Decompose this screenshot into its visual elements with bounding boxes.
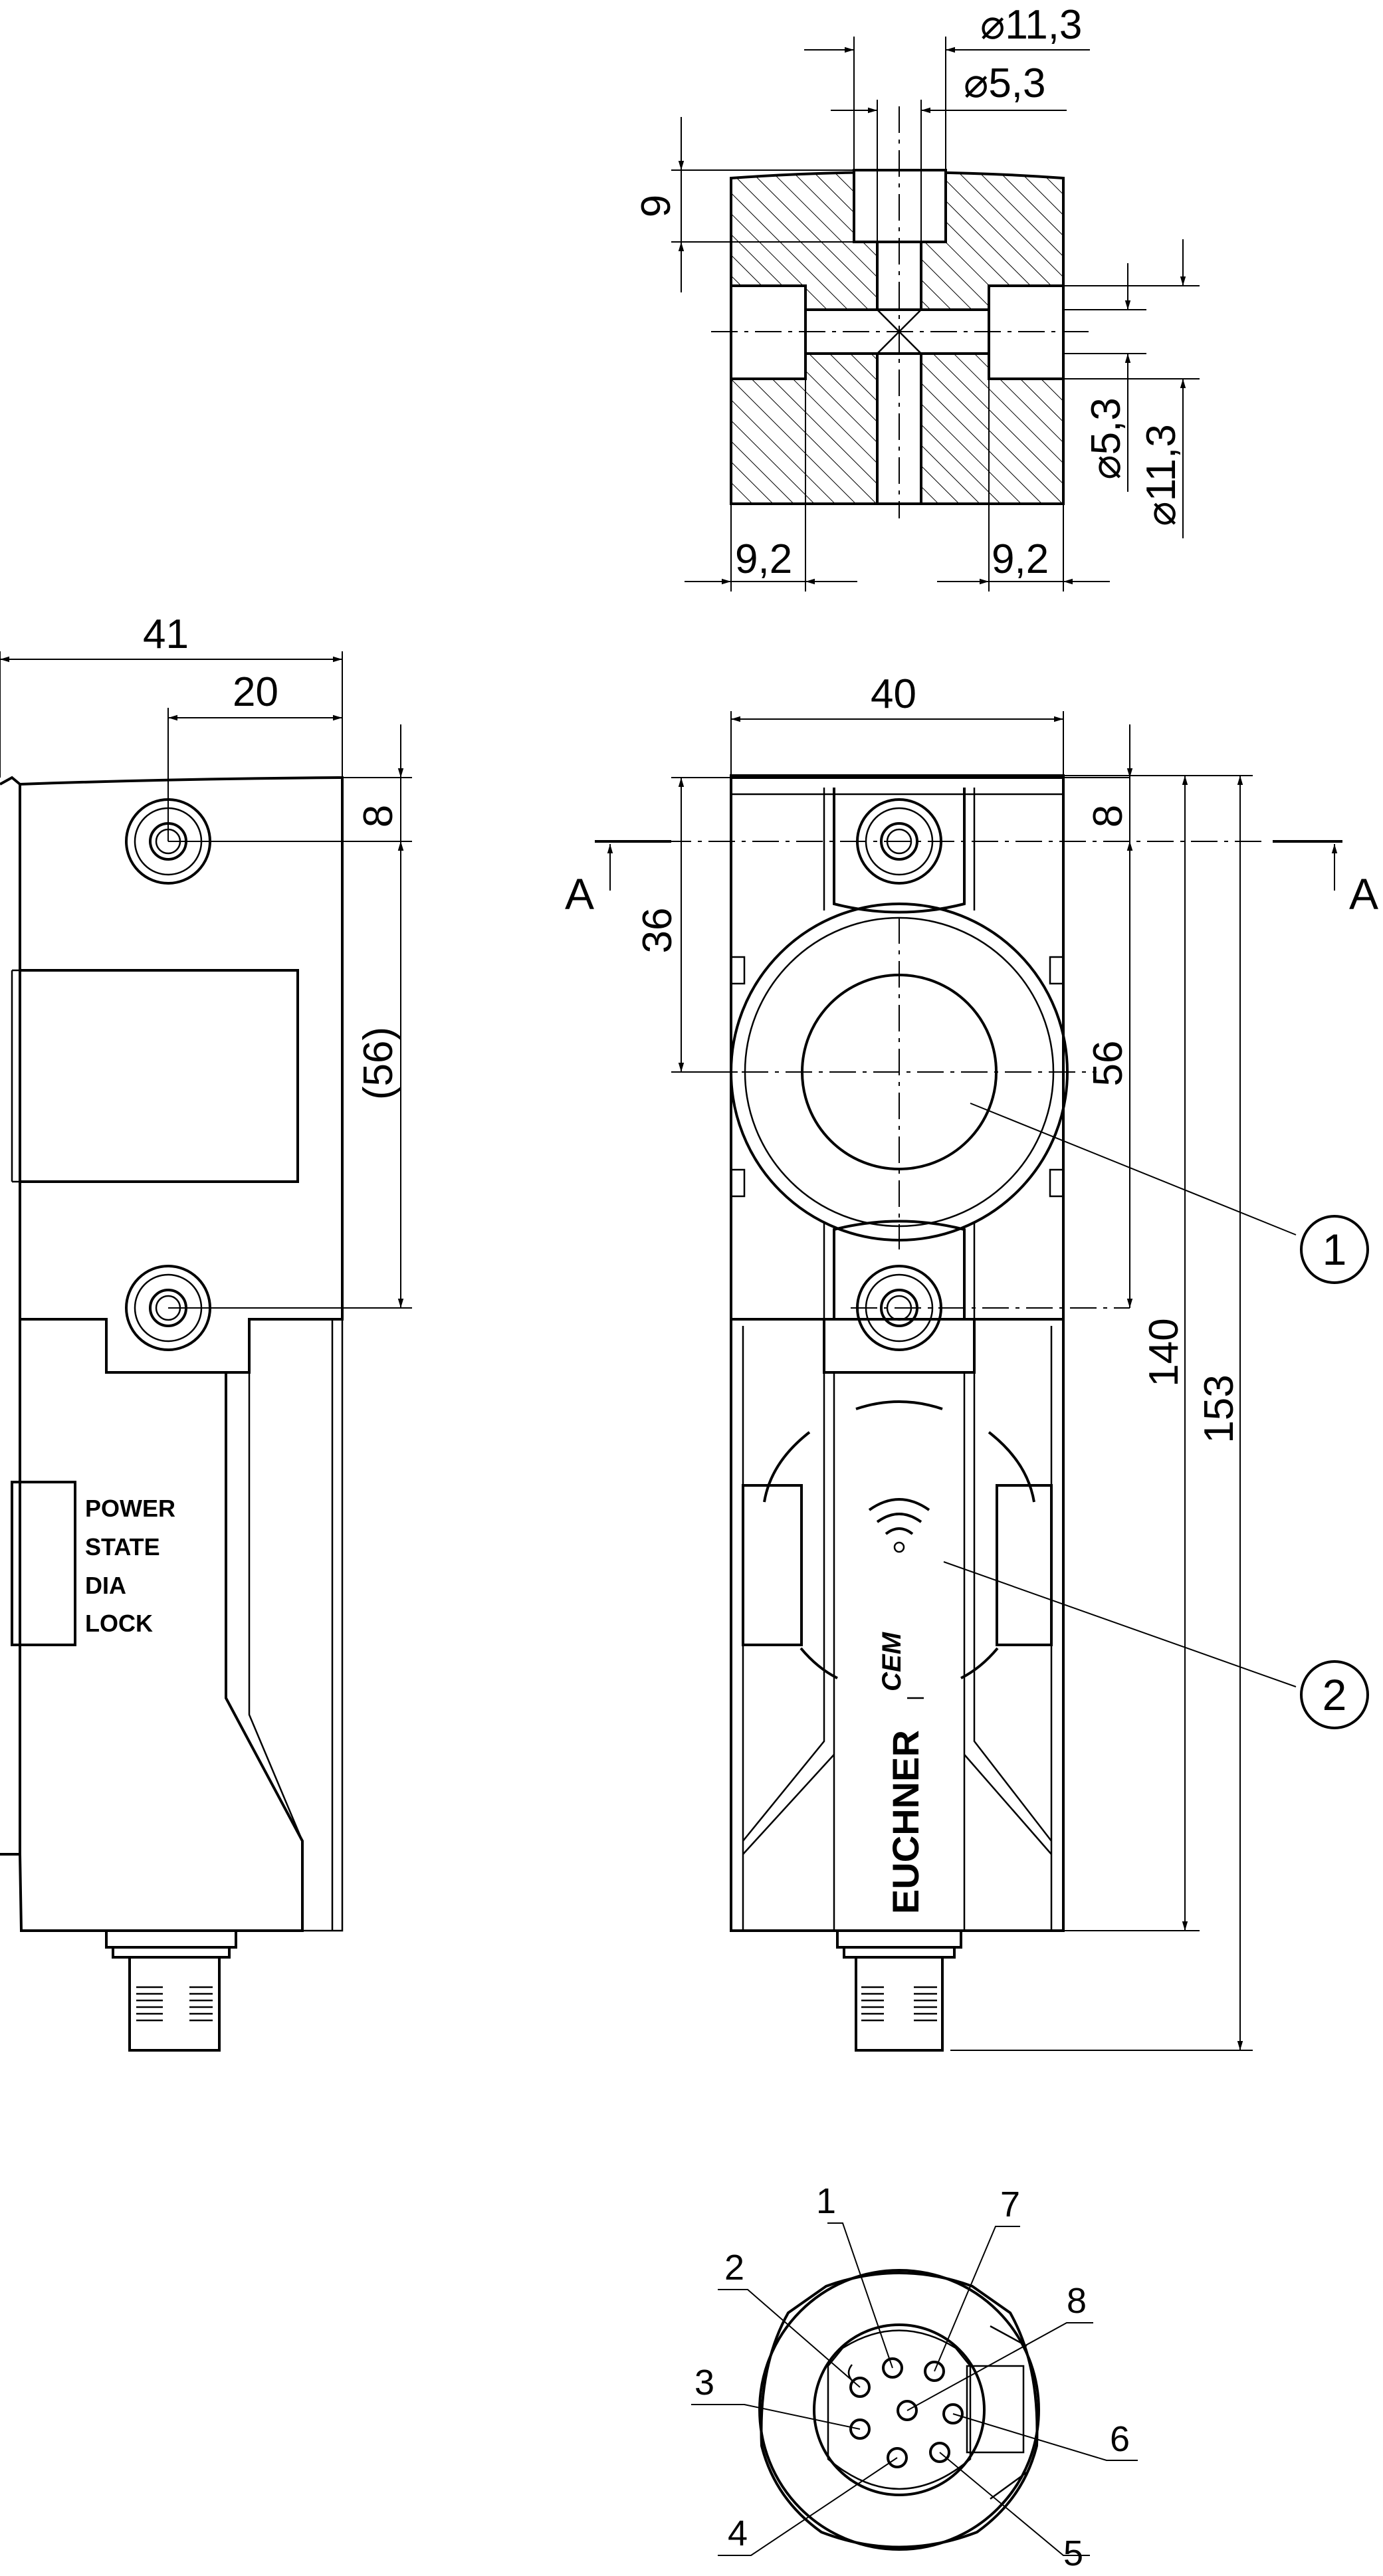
dim-inner-bore-top: ⌀5,3 [964, 60, 1046, 106]
dim-counterbore-depth: 9 [633, 195, 679, 217]
led-label-state: STATE [85, 1533, 160, 1560]
pin-label-7: 7 [1000, 2185, 1020, 2224]
dim-body-height: 140 [1141, 1318, 1187, 1386]
section-marker-right: A [1349, 869, 1378, 918]
pin-8 [897, 2400, 918, 2421]
pin-label-8: 8 [1067, 2281, 1087, 2321]
front-view: EUCHNER CEM A A 4 [565, 671, 1378, 2052]
pin-4 [887, 2447, 908, 2468]
callout-2-circle [1300, 1660, 1369, 1729]
callout-2: 2 [1323, 1670, 1347, 1719]
dim-head-center: 36 [635, 908, 681, 954]
led-label-dia: DIA [85, 1572, 126, 1599]
pin-1 [882, 2357, 903, 2379]
dim-front-hole-spacing: 56 [1085, 1041, 1131, 1087]
dim-left-counterbore: 9,2 [735, 536, 792, 582]
dim-total-height: 153 [1196, 1374, 1242, 1443]
side-body-outline [19, 776, 344, 1374]
side-view: POWER STATE DIA LOCK 41 20 8 (56) [0, 611, 412, 2052]
dim-front-width: 40 [871, 671, 916, 717]
pin-label-3: 3 [694, 2363, 714, 2403]
dim-right-counterbore: 9,2 [992, 536, 1049, 582]
dim-side-top-hole: 8 [356, 805, 401, 827]
pin-2 [849, 2377, 871, 2398]
dim-front-top-hole: 8 [1085, 805, 1131, 827]
led-label-power: POWER [85, 1495, 175, 1522]
pin-label-2: 2 [724, 2248, 744, 2288]
dim-outer-bore-side: ⌀11,3 [1138, 424, 1184, 526]
pin-3 [849, 2418, 871, 2440]
section-view: ⌀11,3 ⌀5,3 9 ⌀5,3 ⌀11,3 9,2 [633, 2, 1200, 591]
pin-6 [942, 2403, 964, 2424]
dim-outer-bore-top: ⌀11,3 [980, 2, 1082, 48]
connector-view: 1 2 3 4 5 6 7 8 [691, 2181, 1138, 2573]
pin-5 [929, 2442, 950, 2463]
callout-1-circle [1300, 1215, 1369, 1284]
callout-1: 1 [1323, 1225, 1347, 1274]
pin-label-1: 1 [816, 2181, 836, 2221]
led-label-lock: LOCK [85, 1610, 153, 1637]
brand-name: EUCHNER [885, 1730, 926, 1914]
pin-label-5: 5 [1063, 2533, 1083, 2573]
section-marker-left: A [565, 869, 594, 918]
dim-hole-offset: 20 [233, 669, 278, 715]
pin-7 [924, 2361, 945, 2382]
pin-label-4: 4 [728, 2514, 748, 2553]
brand-suffix: CEM [877, 1631, 906, 1691]
dim-total-width: 41 [143, 611, 189, 657]
dim-side-hole-spacing: (56) [356, 1027, 401, 1100]
dim-inner-bore-side: ⌀5,3 [1083, 397, 1129, 480]
pin-label-6: 6 [1110, 2419, 1130, 2459]
